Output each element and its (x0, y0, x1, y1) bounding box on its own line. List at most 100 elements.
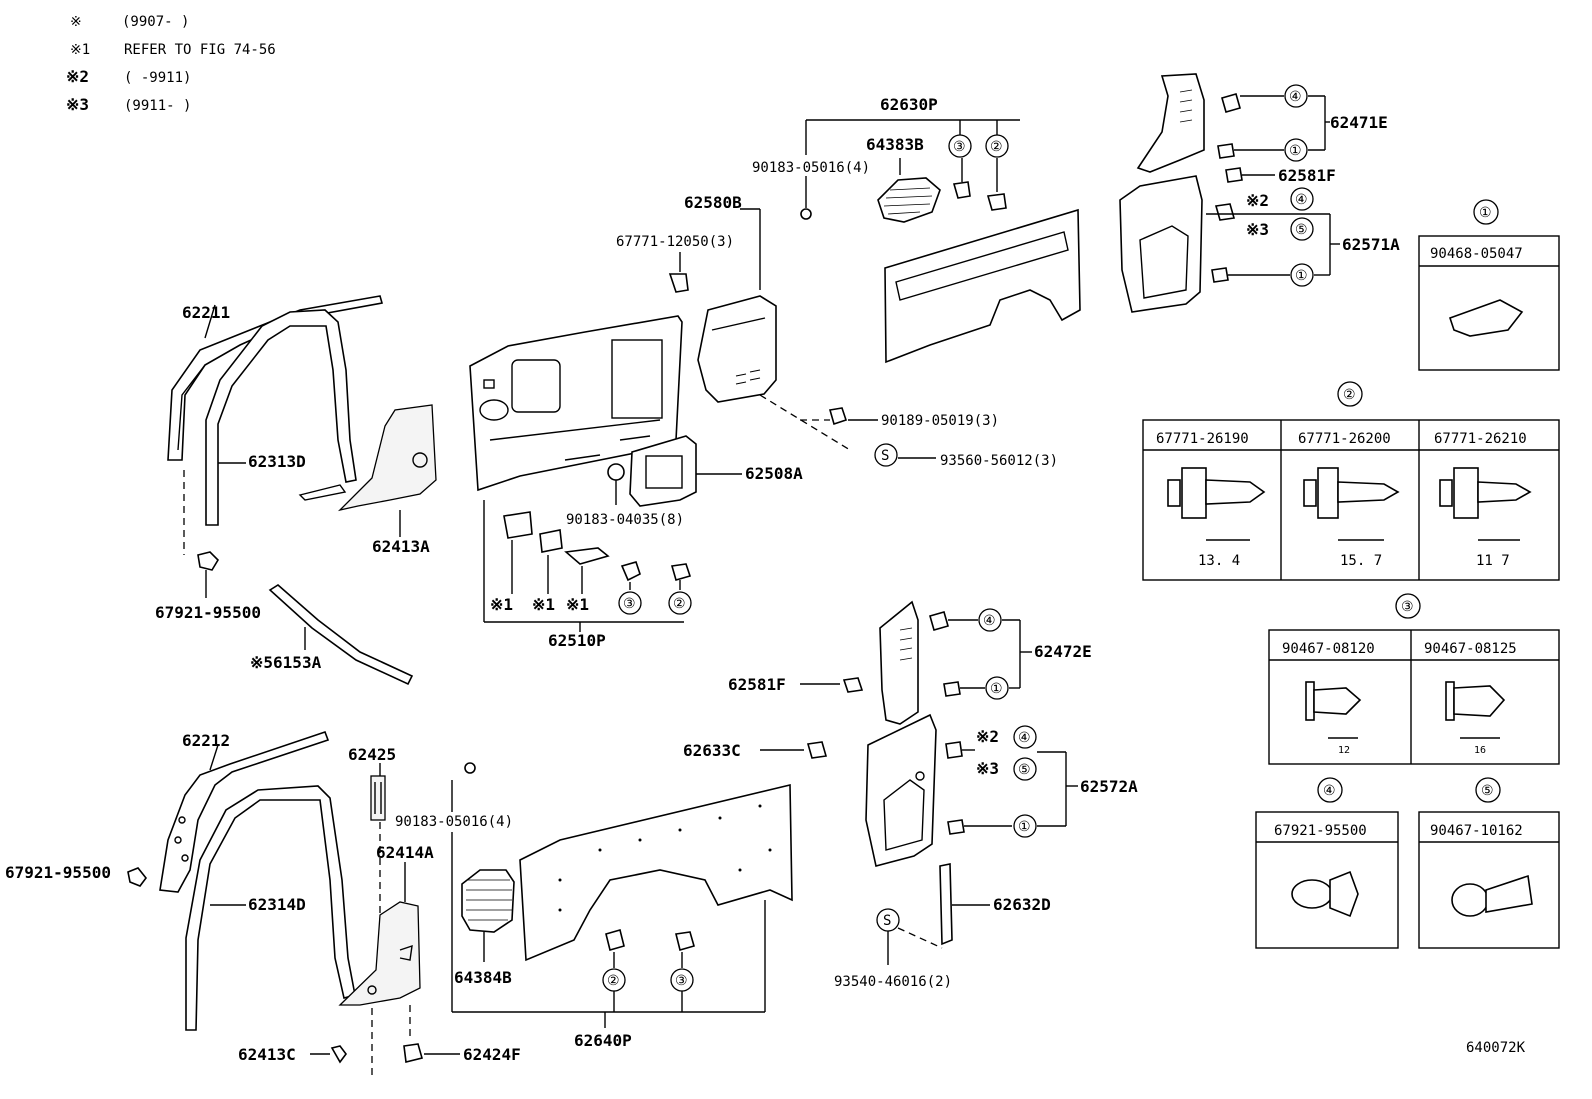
label-67771-12050: 67771-12050(3) (616, 234, 734, 250)
label-90183-05016-top: 90183-05016(4) (752, 160, 870, 176)
label-62633C: 62633C (683, 741, 741, 760)
lower-quarter-trim-group: 90183-05016(4) 64384B ② ③ 62640P (395, 762, 793, 1050)
clip-3-upper-shape (952, 181, 971, 199)
ref-table-3-dim-0: 12 (1338, 745, 1350, 756)
bracket-62425-shape (370, 775, 386, 821)
nut-90183-04035-shape (607, 463, 625, 481)
ref-table-2-part-0: 67771-26190 (1156, 431, 1249, 447)
ref-1-mid2-text: ① (1018, 819, 1031, 835)
clip-1-top2-shape (1211, 267, 1229, 283)
ref-table-4-num: ④ (1323, 783, 1336, 799)
ref-table-3: ③ 90467-08120 90467-08125 12 16 (1268, 593, 1560, 765)
label-62510P: 62510P (548, 631, 606, 650)
upper-quarter-trim-group: 62630P 90183-05016(4) 64383B ③ ② (752, 95, 1081, 364)
ref-3-upper-text: ③ (953, 139, 966, 155)
clip-62581F-mid-shape (842, 677, 864, 693)
label-56153A: ※56153A (250, 653, 322, 672)
label-62581F-mid: 62581F (728, 675, 786, 694)
ref-4-mid-text: ④ (983, 613, 996, 629)
label-90183-04035: 90183-04035(8) (566, 512, 684, 528)
clip-67921-side-shape (127, 867, 148, 887)
label-67921-95500-top: 67921-95500 (155, 603, 261, 622)
grille-64384B-shape (461, 869, 515, 933)
grille-64383B-shape (877, 177, 941, 223)
ref-table-2-dim-0: 13. 4 (1198, 553, 1240, 569)
clip-90468-shape (1448, 299, 1524, 337)
clip-90467-08125-shape (1445, 681, 1506, 721)
trim-62471E-shape (1136, 73, 1205, 173)
ref-1-top2-text: ① (1295, 268, 1308, 284)
ref-1-mid2 (1013, 814, 1037, 838)
legend-text-2: ( -9911) (124, 70, 191, 86)
part-s1c-shape (564, 547, 610, 565)
clip-2-shape (670, 563, 692, 581)
ref-2-center (668, 591, 692, 615)
clip-67771-26210-shape (1439, 467, 1532, 519)
clip-62424F-shape (403, 1043, 423, 1063)
label-62572A: 62572A (1080, 777, 1138, 796)
ref-table-2-num: ② (1343, 387, 1356, 403)
ref-1-top (1284, 138, 1308, 162)
ref-5-mid (1013, 757, 1037, 781)
rear-pillar-trim-group: 62581F ④ ① 62472E 62633C ※2 ④ ※3 ⑤ ① (683, 600, 1138, 990)
screw-90189-shape (828, 407, 848, 426)
legend-text-0: (9907- ) (122, 14, 189, 30)
screw-67771-shape (668, 273, 689, 293)
marker-s1-c: ※1 (566, 595, 589, 614)
label-62212: 62212 (182, 731, 230, 750)
clip-4-mid-shape (929, 611, 949, 631)
label-62508A: 62508A (745, 464, 803, 483)
ref-1-mid-text: ① (990, 681, 1003, 697)
ref-2-center-text: ② (673, 596, 686, 612)
legend-text-3: (9911- ) (124, 98, 191, 114)
ref-table-5-part: 90467-10162 (1430, 823, 1523, 839)
label-64383B: 64383B (866, 135, 924, 154)
ref-3-lower-text: ③ (675, 973, 688, 989)
ref-4-top2 (1290, 187, 1314, 211)
ref-table-1-part: 90468-05047 (1430, 246, 1523, 262)
label-62630P: 62630P (880, 95, 938, 114)
label-62580B: 62580B (684, 193, 742, 212)
panel-62640P-shape (519, 783, 793, 962)
center-panel-group: 62580B 67771-12050(3) 62508A 90183-04035… (469, 193, 1058, 650)
pillar-62212-shape (159, 730, 330, 893)
label-90189-05019: 90189-05019(3) (881, 413, 999, 429)
clip-4-top-shape (1221, 93, 1241, 113)
label-62581F-top: 62581F (1278, 166, 1336, 185)
ref-4-mid2-text: ④ (1018, 730, 1031, 746)
label-62413A: 62413A (372, 537, 430, 556)
label-62413C: 62413C (238, 1045, 296, 1064)
ref-table-2-part-1: 67771-26200 (1298, 431, 1391, 447)
ref-table-4-part: 67921-95500 (1274, 823, 1367, 839)
clip-2-upper-shape (986, 193, 1007, 211)
trim-62571A-shape (1119, 175, 1203, 313)
ref-table-2-dim-2: 11 7 (1476, 553, 1510, 569)
trim-62572A-shape (865, 713, 937, 867)
marker-s2-mid: ※2 (976, 727, 999, 746)
ref-4-top-text: ④ (1289, 89, 1302, 105)
label-67921-95500-side: 67921-95500 (5, 863, 111, 882)
legend: ※ (9907- ) ※1 REFER TO FIG 74-56 ※2 ( -9… (66, 14, 276, 114)
ref-table-3-part-0: 90467-08120 (1282, 641, 1375, 657)
label-62472E: 62472E (1034, 642, 1092, 661)
clip-24-mid-shape (945, 741, 963, 759)
label-62640P: 62640P (574, 1031, 632, 1050)
ref-3-center (618, 591, 642, 615)
seal-56153A-shape (268, 584, 414, 686)
ref-5-top (1290, 217, 1314, 241)
trim-62414A-shape (338, 901, 421, 1006)
label-62313D: 62313D (248, 452, 306, 471)
ref-table-3-num: ③ (1401, 599, 1414, 615)
label-62571A: 62571A (1342, 235, 1400, 254)
legend-mark-0: ※ (70, 14, 82, 30)
label-62424F: 62424F (463, 1045, 521, 1064)
clip-3-lower-shape (675, 931, 695, 951)
clip-1-mid2-shape (947, 819, 965, 835)
trim-62472E-shape (879, 600, 919, 725)
clip-90467-08120-shape (1305, 681, 1362, 721)
label-62414A: 62414A (376, 843, 434, 862)
clip-1-top-shape (1217, 143, 1235, 159)
marker-s1-a: ※1 (490, 595, 513, 614)
label-62471E: 62471E (1330, 113, 1388, 132)
ref-4-top (1284, 84, 1308, 108)
